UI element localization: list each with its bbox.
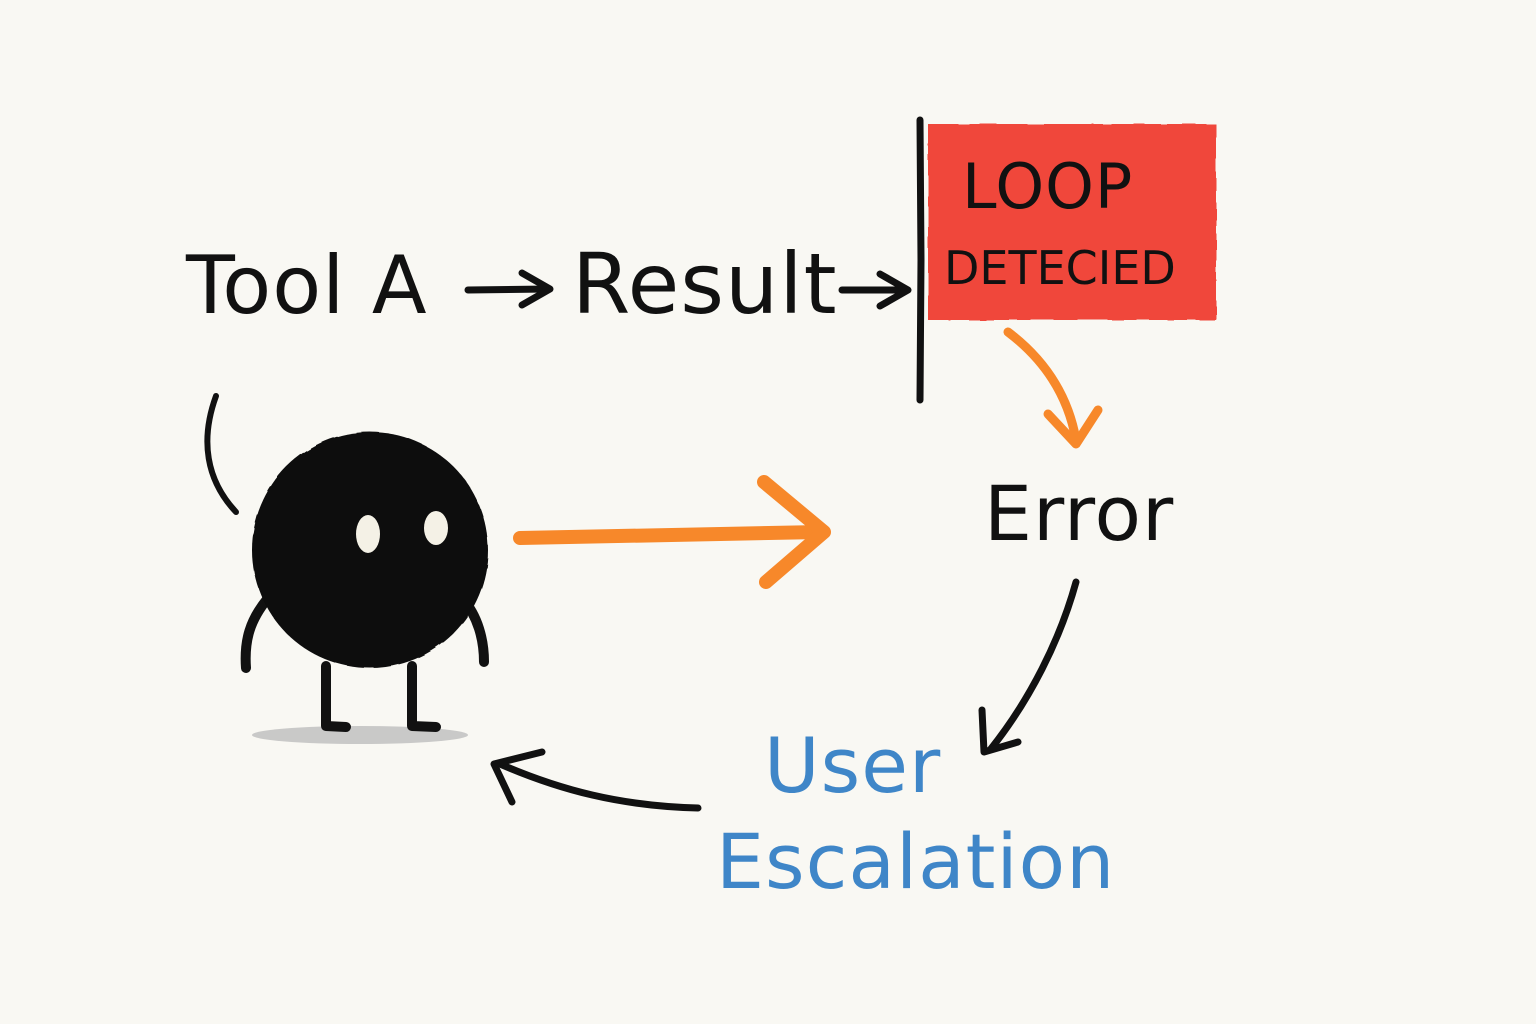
agent-character-icon <box>204 393 489 744</box>
loop-flag-line2: DETECIED <box>944 241 1176 295</box>
result-label: Result <box>572 235 838 333</box>
arrow-agent-to-error <box>513 475 831 589</box>
arrow-error-to-escalation <box>978 578 1080 756</box>
arrow-result-to-flag <box>838 270 912 310</box>
tool-a-label: Tool A <box>186 239 428 332</box>
agent-right-eye <box>424 511 448 545</box>
flag-pole-icon <box>916 116 925 404</box>
agent-left-leg <box>321 661 351 732</box>
loop-flag-panel <box>928 124 1216 320</box>
user-escalation-line2: Escalation <box>716 817 1116 906</box>
error-label: Error <box>984 469 1175 558</box>
user-escalation-line1: User <box>764 721 942 810</box>
arrow-tool-to-result <box>464 269 554 309</box>
arrow-escalation-to-agent <box>490 748 702 812</box>
agent-motion-mark <box>204 393 239 515</box>
arrow-flag-to-error <box>1003 327 1103 449</box>
agent-left-arm <box>240 593 273 673</box>
agent-left-eye <box>356 515 380 553</box>
loop-flag-line1: LOOP <box>962 150 1134 223</box>
agent-right-leg <box>407 661 441 732</box>
